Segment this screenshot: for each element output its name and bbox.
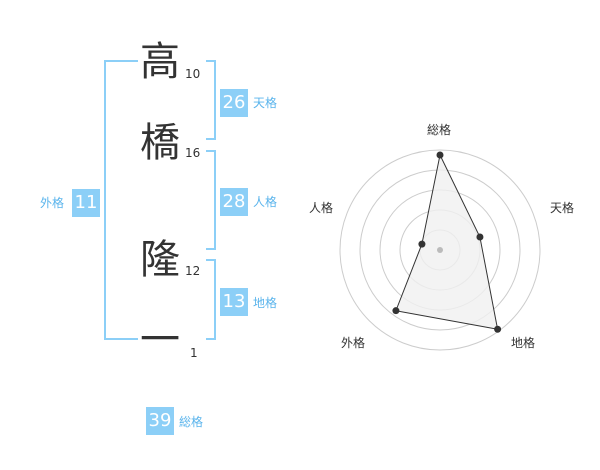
radar-point-jinkaku — [418, 240, 426, 248]
gaikaku-bracket — [104, 60, 138, 340]
radar-point-tenkaku — [476, 233, 484, 241]
jinkaku-label: 人格 — [253, 195, 278, 209]
tenkaku-value: 26 — [220, 89, 248, 117]
radar-polygon — [395, 153, 499, 330]
radar-point-chikaku — [494, 325, 502, 333]
radar-label-soukaku: 総格 — [427, 123, 452, 137]
chikaku-bracket — [206, 259, 216, 340]
radar-points — [392, 151, 502, 333]
radar-center-dot — [437, 247, 443, 253]
radar-label-chikaku: 地格 — [511, 336, 536, 350]
jinkaku-value: 28 — [220, 188, 248, 216]
radar-label-tenkaku: 天格 — [550, 201, 575, 215]
chikaku-value: 13 — [220, 288, 248, 316]
name-char-4: 一 — [140, 317, 180, 363]
jinkaku-bracket — [206, 150, 216, 250]
radar-ring-1 — [339, 149, 541, 351]
radar-label-jinkaku: 人格 — [309, 201, 334, 215]
name-char-4-strokes: 1 — [190, 346, 198, 360]
soukaku-label: 総格 — [179, 415, 204, 429]
soukaku-value: 39 — [146, 407, 174, 435]
name-char-2-strokes: 16 — [185, 146, 201, 160]
name-char-3-strokes: 12 — [185, 264, 201, 278]
radar-point-gaikaku — [392, 307, 400, 315]
name-char-2: 橋 — [140, 120, 180, 166]
tenkaku-bracket — [206, 60, 216, 140]
radar-point-soukaku — [436, 151, 444, 159]
name-char-1-strokes: 10 — [185, 67, 201, 81]
chikaku-label: 地格 — [253, 296, 278, 310]
gaikaku-label: 外格 — [40, 196, 65, 210]
name-char-1: 高 — [140, 39, 180, 85]
tenkaku-label: 天格 — [253, 96, 278, 110]
name-char-3: 隆 — [140, 237, 180, 283]
gaikaku-value: 11 — [72, 189, 100, 217]
radar-label-gaikaku: 外格 — [341, 336, 366, 350]
